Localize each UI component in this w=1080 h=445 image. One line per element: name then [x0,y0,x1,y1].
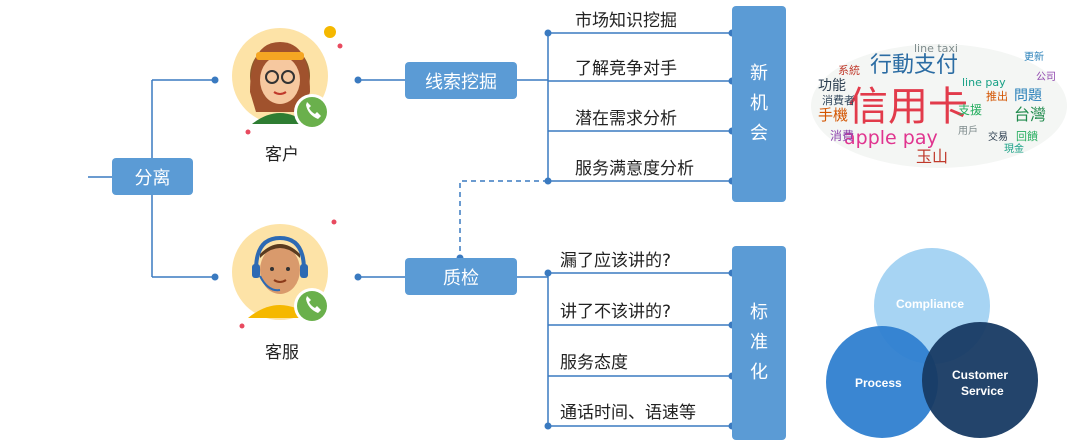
word-cloud-word: 回饋 [1016,129,1038,143]
word-cloud-word: 台灣 [1014,105,1046,124]
standardize-char: 准 [750,332,768,353]
qa-item: 通话时间、语速等 [560,403,696,423]
qa-item: 服务态度 [560,353,628,373]
split-node: 分离 [112,158,193,195]
qa-item: 漏了应该讲的? [560,251,672,271]
lead-item: 服务满意度分析 [575,159,694,179]
word-cloud-word: 問題 [1014,88,1042,104]
word-cloud-word: 推出 [986,89,1008,103]
customer-label: 客户 [265,145,299,165]
word-cloud-word: 用戶 [958,125,978,137]
word-cloud-word: 更新 [1024,50,1044,63]
word-cloud-word: 功能 [818,78,846,94]
agent-label: 客服 [265,343,299,363]
word-cloud-word: 公司 [1036,72,1056,83]
venn-label-customer: Customer [952,368,1008,382]
venn-circle-customer-service [922,322,1038,438]
lead-item: 潜在需求分析 [575,109,677,129]
word-cloud-word: 支援 [958,103,982,117]
venn-circle-process [826,326,938,438]
new-opportunity-char: 机 [750,93,768,114]
lead-mining-label: 线索挖掘 [425,71,497,93]
venn-label-service: Service [961,384,1004,398]
standardize-box: 标 准 化 [732,246,786,440]
qa-item: 讲了不该讲的? [560,302,672,322]
qa-label: 质检 [443,267,479,289]
customer-avatar [232,26,343,135]
word-cloud-main: 信用卡 [848,84,968,130]
new-opportunity-box: 新 机 会 [732,6,786,202]
qa-node: 质检 [405,258,517,295]
word-cloud: 信用卡 行動支付 apple pay 台灣 手機 消費 功能 玉山 line p… [811,42,1067,168]
word-cloud-word: 手機 [818,106,848,124]
word-cloud-word: line pay [962,76,1006,89]
new-opportunity-char: 会 [750,123,768,144]
standardize-char: 标 [750,302,768,323]
word-cloud-word: 系統 [838,63,860,77]
lead-item: 市场知识挖掘 [575,11,677,31]
word-cloud-word: 消費 [830,128,854,143]
waveform-icon [6,145,87,211]
agent-avatar [232,219,337,329]
word-cloud-word: apple pay [844,127,938,149]
word-cloud-word: line taxi [914,42,958,55]
word-cloud-word: 消費者 [822,93,855,107]
word-cloud-word: 玉山 [916,147,948,166]
word-cloud-word: 現金 [1004,142,1024,155]
word-cloud-word: 行動支付 [870,53,958,78]
venn-label-process: Process [855,376,902,390]
lead-mining-node: 线索挖掘 [405,62,517,99]
lead-item: 了解竞争对手 [575,59,677,79]
venn-label-compliance: Compliance [896,297,964,311]
standardize-char: 化 [750,362,768,383]
venn-diagram: Compliance Process Customer Service [826,248,1038,438]
new-opportunity-char: 新 [750,63,768,84]
word-cloud-word: 交易 [988,130,1008,143]
split-node-label: 分离 [134,167,171,189]
